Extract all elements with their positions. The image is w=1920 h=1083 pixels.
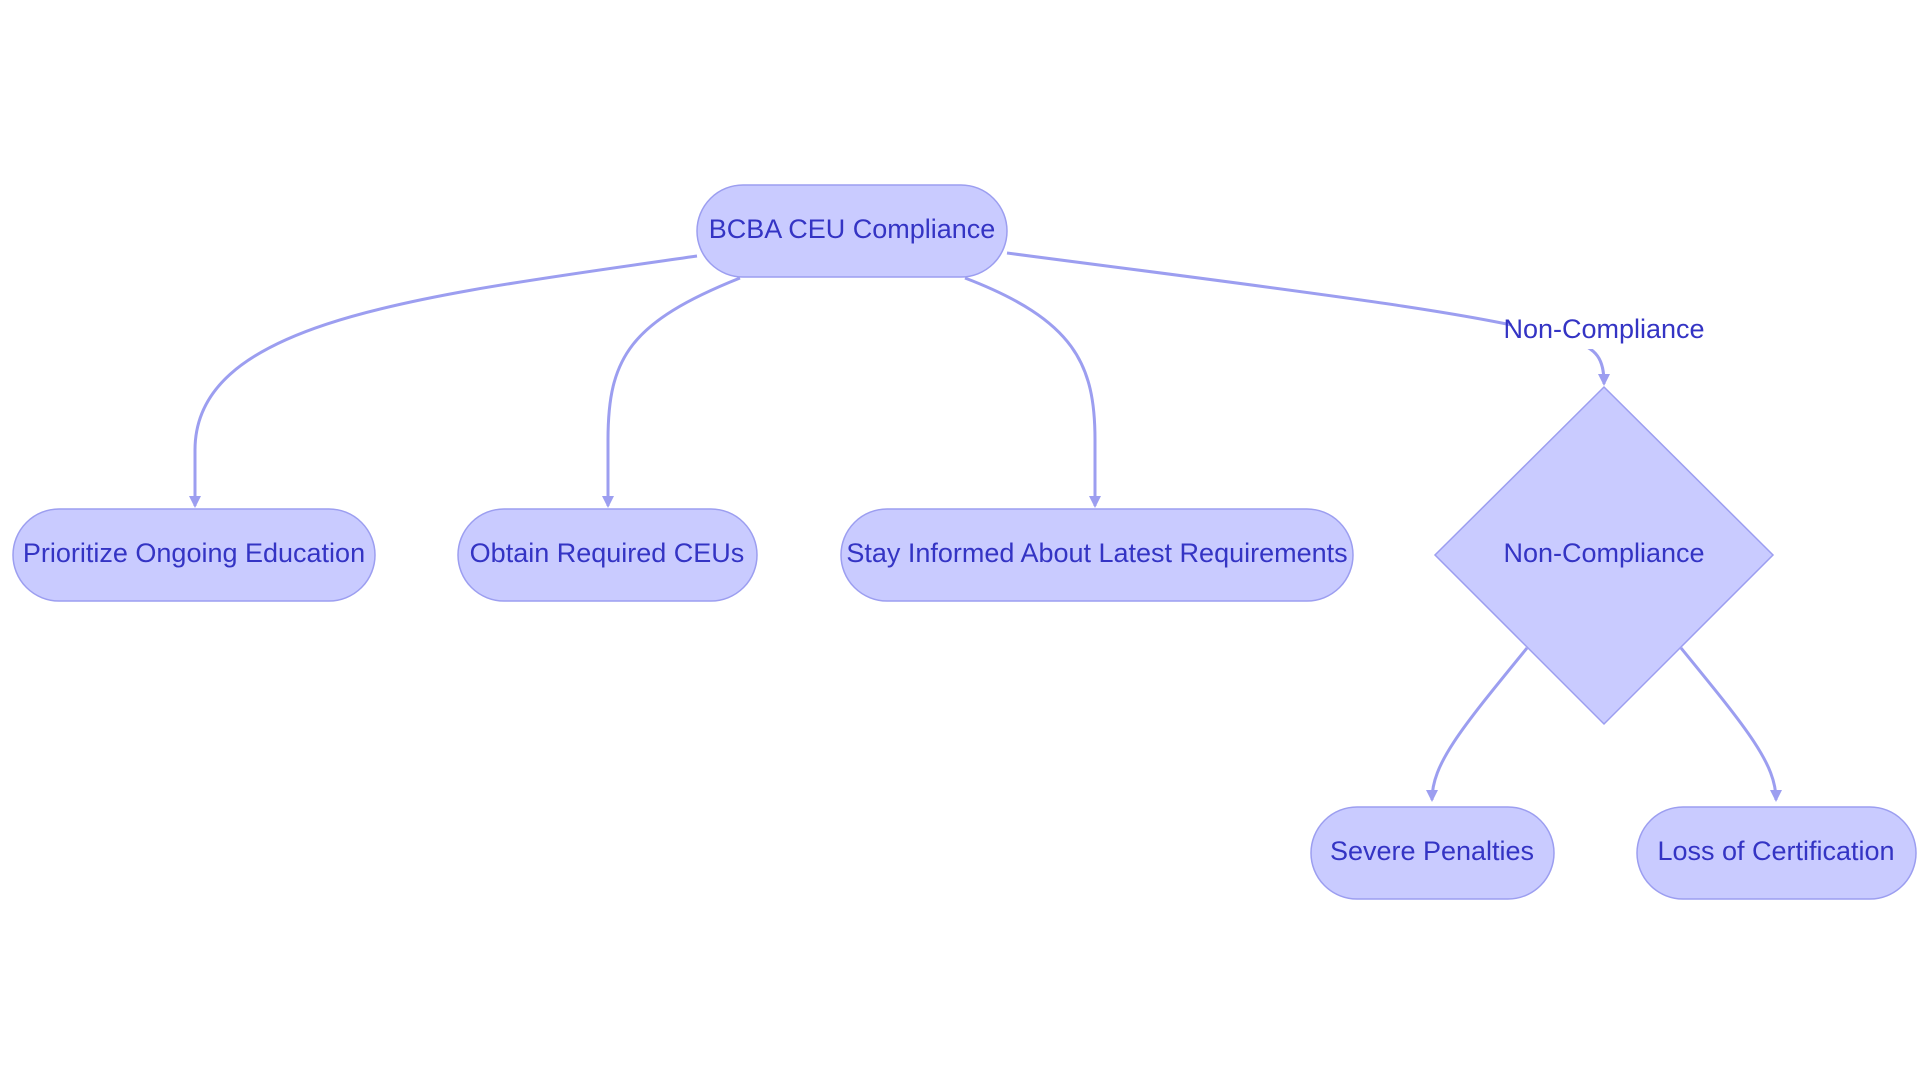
- node-loss-shape: [1636, 806, 1917, 900]
- node-ceus[interactable]: Obtain Required CEUs: [457, 508, 758, 602]
- node-loss[interactable]: Loss of Certification: [1636, 806, 1917, 900]
- node-education-label: Prioritize Ongoing Education: [23, 538, 365, 568]
- edges: [189, 251, 1782, 802]
- node-noncompliance-decision[interactable]: Non-Compliance: [1433, 385, 1775, 726]
- node-loss-label: Loss of Certification: [1657, 836, 1894, 866]
- node-informed[interactable]: Stay Informed About Latest Requirements: [840, 508, 1354, 602]
- edge-noncompliance-to-penalties: [1426, 647, 1529, 802]
- node-noncompliance-label: Non-Compliance: [1503, 538, 1704, 568]
- edge-root-to-noncompliance: [1006, 251, 1610, 386]
- edge-label-background: [1512, 313, 1696, 349]
- edge-root-to-education: [189, 254, 698, 508]
- decision-diamond-shape: [1433, 385, 1775, 726]
- node-penalties-shape: [1310, 806, 1555, 900]
- node-ceus-shape: [457, 508, 758, 602]
- node-education[interactable]: Prioritize Ongoing Education: [12, 508, 376, 602]
- edge-label-text: Non-Compliance: [1503, 314, 1704, 344]
- edge-label-noncompliance: Non-Compliance: [1503, 313, 1705, 349]
- node-root-shape: [696, 184, 1008, 278]
- edge-root-to-ceus: [602, 276, 741, 508]
- node-informed-shape: [840, 508, 1354, 602]
- node-informed-label: Stay Informed About Latest Requirements: [846, 538, 1347, 568]
- edge-noncompliance-to-loss: [1679, 647, 1782, 802]
- node-root-label: BCBA CEU Compliance: [709, 214, 996, 244]
- node-ceus-label: Obtain Required CEUs: [470, 538, 745, 568]
- node-root[interactable]: BCBA CEU Compliance: [696, 184, 1008, 278]
- node-education-shape: [12, 508, 376, 602]
- node-penalties[interactable]: Severe Penalties: [1310, 806, 1555, 900]
- edge-root-to-informed: [964, 276, 1101, 508]
- node-penalties-label: Severe Penalties: [1330, 836, 1534, 866]
